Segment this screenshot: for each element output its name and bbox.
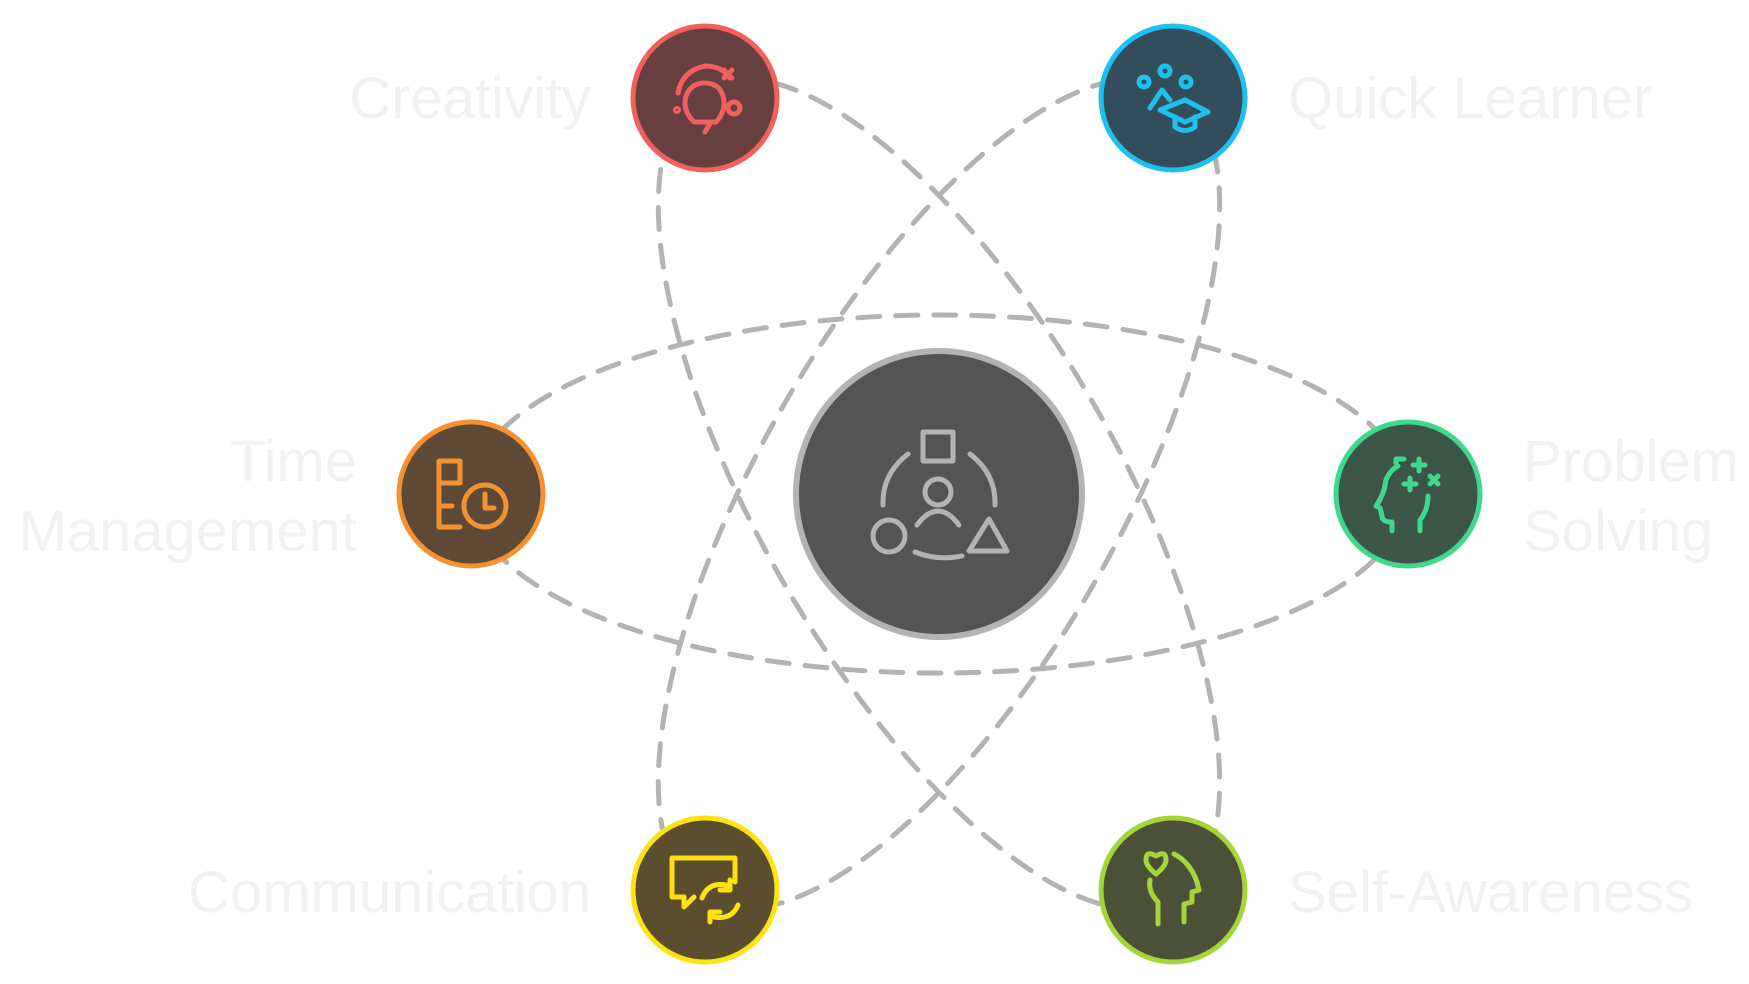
label-creativity: Creativity — [349, 66, 591, 131]
node-creativity: Creativity — [349, 23, 780, 173]
label-communication: Communication — [188, 860, 591, 925]
head-heart-icon — [1143, 851, 1202, 927]
label-solving: Solving — [1523, 499, 1713, 564]
clock-icon — [436, 458, 509, 530]
node-time-management: Time Management — [18, 419, 546, 569]
chat-exchange-icon — [669, 855, 741, 925]
lightbulb-icon — [673, 63, 743, 135]
node-communication: Communication — [188, 815, 780, 965]
label-self-awareness: Self-Awareness — [1288, 860, 1693, 925]
node-self-awareness: Self-Awareness — [1098, 815, 1693, 965]
center-node — [793, 348, 1085, 640]
node-quick-learner: Quick Learner — [1098, 23, 1652, 173]
people-shapes-icon — [870, 429, 1010, 561]
node-problem-solving: Problem Solving — [1333, 419, 1739, 569]
brain-math-icon — [1373, 456, 1441, 534]
label-management: Management — [18, 499, 357, 564]
label-quick-learner: Quick Learner — [1288, 66, 1652, 131]
label-problem: Problem — [1523, 429, 1739, 494]
label-time: Time — [230, 429, 357, 494]
graduation-cap-icon — [1136, 63, 1211, 133]
